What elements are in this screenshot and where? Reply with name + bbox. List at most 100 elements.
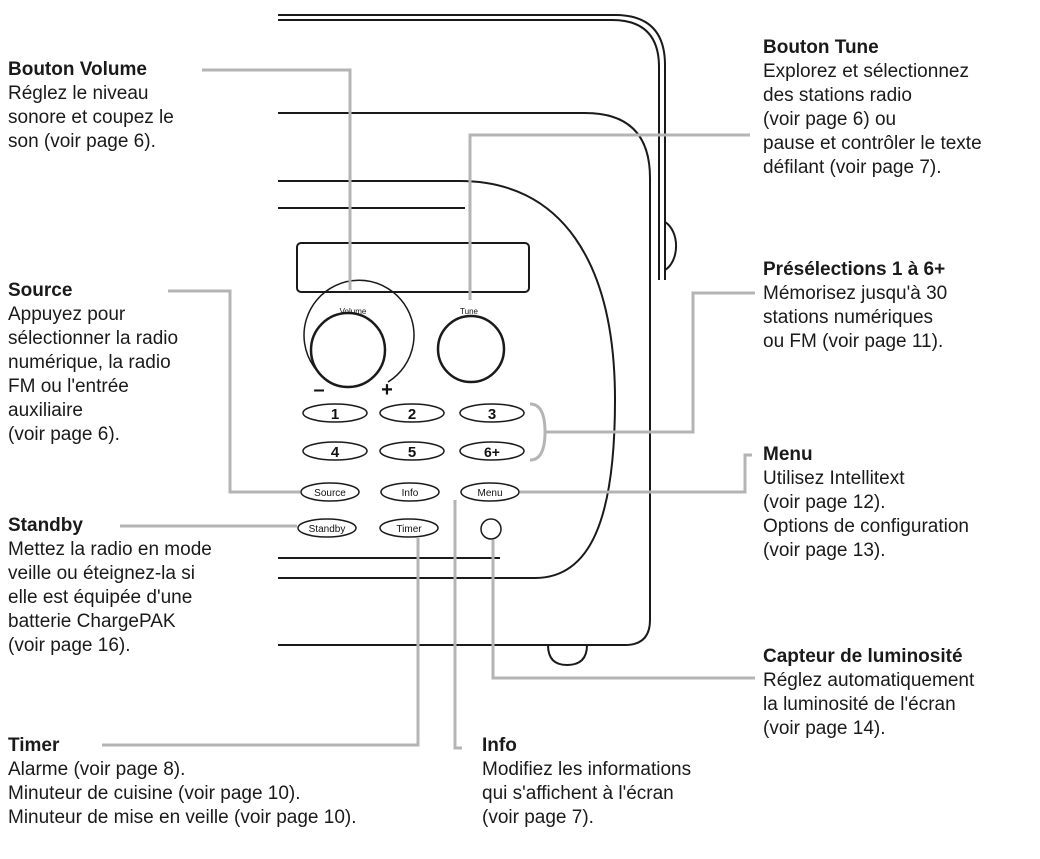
callout-source-line: FM ou l'entrée <box>8 376 129 397</box>
standby-button[interactable]: Standby <box>297 518 357 538</box>
front-panel-outline <box>278 180 617 579</box>
callout-source-line: Appuyez pour <box>8 304 126 325</box>
preset-button-6-plus-shape <box>459 441 525 461</box>
preset-buttons: 1 2 3 4 5 6+ <box>302 403 525 461</box>
callout-standby: Standby Mettez la radio en mode veille o… <box>8 514 212 658</box>
callout-light-sensor-title: Capteur de luminosité <box>763 646 963 667</box>
volume-knob[interactable]: Volume – + <box>303 279 415 401</box>
callout-standby-line: (voir page 16). <box>8 635 131 656</box>
callout-menu-line: Options de configuration <box>763 516 969 537</box>
volume-minus-sign: – <box>313 379 324 401</box>
callout-tune-line: pause et contrôler le texte <box>763 133 982 154</box>
callout-menu: Menu Utilisez Intellitext (voir page 12)… <box>763 443 969 563</box>
callout-timer-line: Minuteur de cuisine (voir page 10). <box>8 783 301 804</box>
callout-info-line: Modifiez les informations <box>482 759 692 780</box>
preset-button-3[interactable]: 3 <box>459 403 525 423</box>
leader-presets-bracket <box>529 402 547 462</box>
menu-button-shape <box>460 482 520 502</box>
callout-standby-line: veille ou éteignez-la si <box>8 563 195 584</box>
callout-tune-line: Explorez et sélectionnez <box>763 61 969 82</box>
info-button-shape <box>380 482 440 502</box>
callout-presets-line: ou FM (voir page 11). <box>763 331 944 352</box>
preset-button-2[interactable]: 2 <box>379 403 445 423</box>
leader-volume <box>202 68 352 290</box>
standby-button-shape <box>297 518 357 538</box>
callout-info-line: qui s'affichent à l'écran <box>482 783 674 804</box>
callout-volume-line: sonore et coupez le <box>8 107 174 128</box>
callout-tune-line: des stations radio <box>763 85 912 106</box>
callout-source-line: auxiliaire <box>8 400 83 421</box>
callout-menu-line: (voir page 12). <box>763 492 886 513</box>
volume-knob-ring <box>303 279 415 383</box>
callout-source-line: numérique, la radio <box>8 352 171 373</box>
preset-button-4-label: 4 <box>331 444 340 461</box>
leader-presets <box>545 291 755 434</box>
source-button[interactable]: Source <box>300 482 360 502</box>
tune-knob[interactable]: Tune <box>436 307 506 384</box>
callout-source-line: (voir page 6). <box>8 424 120 445</box>
callout-menu-title: Menu <box>763 444 813 465</box>
preset-button-1-shape <box>302 403 368 423</box>
callout-tune-line: (voir page 6) ou <box>763 109 897 130</box>
preset-button-6-plus-label: 6+ <box>484 444 500 460</box>
info-button-label: Info <box>402 488 419 499</box>
callout-source-line: sélectionner la radio <box>8 328 179 349</box>
callout-presets-line: Mémorisez jusqu'à 30 <box>763 283 948 304</box>
callout-timer-line: Alarme (voir page 8). <box>8 759 186 780</box>
preset-button-4-shape <box>302 441 368 461</box>
preset-button-2-shape <box>379 403 445 423</box>
callout-presets-line: stations numériques <box>763 307 934 328</box>
info-button[interactable]: Info <box>380 482 440 502</box>
leader-lines <box>102 68 755 750</box>
callout-light-sensor: Capteur de luminosité Réglez automatique… <box>763 645 974 741</box>
callout-volume-line: Réglez le niveau <box>8 83 149 104</box>
preset-button-1[interactable]: 1 <box>302 403 368 423</box>
callout-timer-line: Minuteur de mise en veille (voir page 10… <box>8 807 357 828</box>
display-screen <box>296 242 530 293</box>
menu-button[interactable]: Menu <box>460 482 520 502</box>
preset-button-5-shape <box>379 441 445 461</box>
callout-volume-title: Bouton Volume <box>8 59 147 80</box>
preset-button-1-label: 1 <box>331 406 339 423</box>
volume-knob-inner <box>309 311 387 389</box>
leader-tune <box>468 133 750 300</box>
callout-standby-line: elle est équipée d'une <box>8 587 193 608</box>
callout-light-sensor-line: Réglez automatiquement <box>763 670 975 691</box>
preset-button-4[interactable]: 4 <box>302 441 368 461</box>
callout-tune: Bouton Tune Explorez et sélectionnez des… <box>763 36 982 180</box>
callout-info-title: Info <box>482 735 517 756</box>
callout-standby-line: batterie ChargePAK <box>8 611 176 632</box>
leader-source <box>168 289 300 494</box>
tune-knob-inner <box>436 314 506 384</box>
standby-button-label: Standby <box>309 524 346 535</box>
leader-menu <box>520 453 752 494</box>
preset-button-3-shape <box>459 403 525 423</box>
volume-knob-label: Volume <box>340 307 367 316</box>
handle-inner <box>278 19 660 280</box>
volume-plus-sign: + <box>381 379 393 401</box>
callout-tune-title: Bouton Tune <box>763 37 879 58</box>
foot <box>547 644 588 667</box>
body-top-outline <box>278 112 651 646</box>
callout-tune-line: défilant (voir page 7). <box>763 157 942 178</box>
handle-outline <box>278 14 666 280</box>
callout-source-title: Source <box>8 280 73 301</box>
callout-source: Source Appuyez pour sélectionner la radi… <box>8 279 178 447</box>
handle-knob <box>664 221 678 271</box>
preset-button-6-plus[interactable]: 6+ <box>459 441 525 461</box>
callout-presets-title: Présélections 1 à 6+ <box>763 259 946 280</box>
callout-volume-line: son (voir page 6). <box>8 131 156 152</box>
callout-menu-line: (voir page 13). <box>763 540 886 561</box>
leader-info <box>453 500 462 750</box>
radio-body <box>278 14 678 667</box>
callout-light-sensor-line: (voir page 14). <box>763 718 886 739</box>
preset-button-5[interactable]: 5 <box>379 441 445 461</box>
callout-presets: Présélections 1 à 6+ Mémorisez jusqu'à 3… <box>763 258 947 354</box>
callout-info: Info Modifiez les informations qui s'aff… <box>482 734 691 830</box>
leader-timer <box>102 538 420 747</box>
timer-button[interactable]: Timer <box>379 518 439 538</box>
callout-menu-line: Utilisez Intellitext <box>763 468 905 489</box>
source-button-label: Source <box>314 488 346 499</box>
leader-light-sensor <box>491 540 755 680</box>
